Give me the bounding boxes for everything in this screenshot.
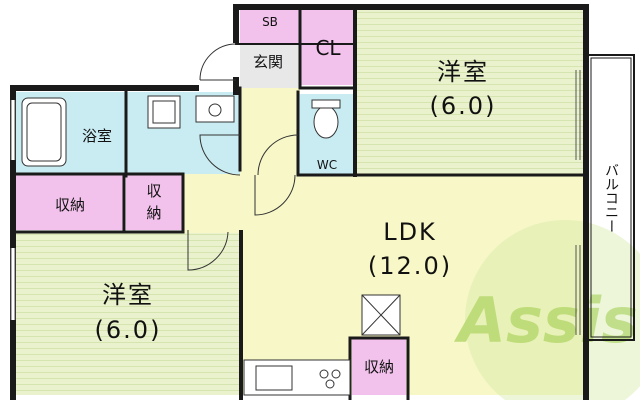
closet-label: CL	[315, 36, 341, 60]
storage-mid-floor	[126, 175, 182, 230]
storage-left-floor	[16, 175, 124, 230]
watermark: Assist	[453, 220, 640, 400]
storage-kitchen-floor	[352, 338, 406, 395]
entrance-label: 玄関	[253, 53, 283, 71]
range-hood	[361, 294, 401, 336]
shoe-box-floor	[240, 10, 300, 44]
washbasin-bowl	[208, 103, 222, 117]
entrance-door	[199, 43, 237, 81]
bedroom-lower-name: 洋室	[102, 281, 154, 309]
toilet-bowl	[313, 105, 339, 139]
balcony-rail	[590, 57, 632, 338]
closet-floor	[300, 10, 355, 85]
bedroom-upper-floor	[355, 10, 583, 173]
bedroom-lower-size: (6.0)	[95, 316, 162, 344]
ldk-floor	[240, 173, 583, 395]
bedroom-lower-floor	[16, 232, 241, 395]
doors	[187, 134, 299, 271]
bathtub	[21, 97, 67, 167]
bathroom-label: 浴室	[82, 127, 112, 145]
storage-mid-label-bottom: 納	[146, 204, 161, 222]
watermark-circle	[465, 220, 640, 400]
ldk-size: (12.0)	[368, 252, 452, 280]
bedroom-upper-size: (6.0)	[430, 92, 497, 120]
ldk-name: LDK	[383, 218, 437, 246]
balcony-label: バルコニー	[603, 163, 619, 233]
storage-mid-label-top: 収	[146, 182, 161, 200]
washbasin	[195, 95, 235, 123]
washing-machine-inner	[152, 100, 176, 124]
bathtub-inner	[26, 102, 62, 162]
entrance-floor	[240, 44, 300, 88]
hall-floor	[183, 173, 243, 233]
toilet-tank	[311, 99, 341, 109]
stove-icon	[319, 369, 341, 389]
balcony-outline	[587, 54, 635, 341]
toilet-label: WC	[317, 158, 337, 172]
watermark-text: Assist	[453, 284, 640, 357]
bedroom-upper-name: 洋室	[437, 58, 489, 86]
kitchen-sink	[255, 365, 293, 391]
shoe-box-label: SB	[262, 15, 278, 29]
hall-floor-upper	[240, 88, 300, 178]
balcony-floor	[585, 55, 633, 340]
windows	[10, 70, 581, 335]
storage-left-label: 収納	[55, 196, 85, 214]
storage-kitchen-label: 収納	[364, 358, 394, 376]
